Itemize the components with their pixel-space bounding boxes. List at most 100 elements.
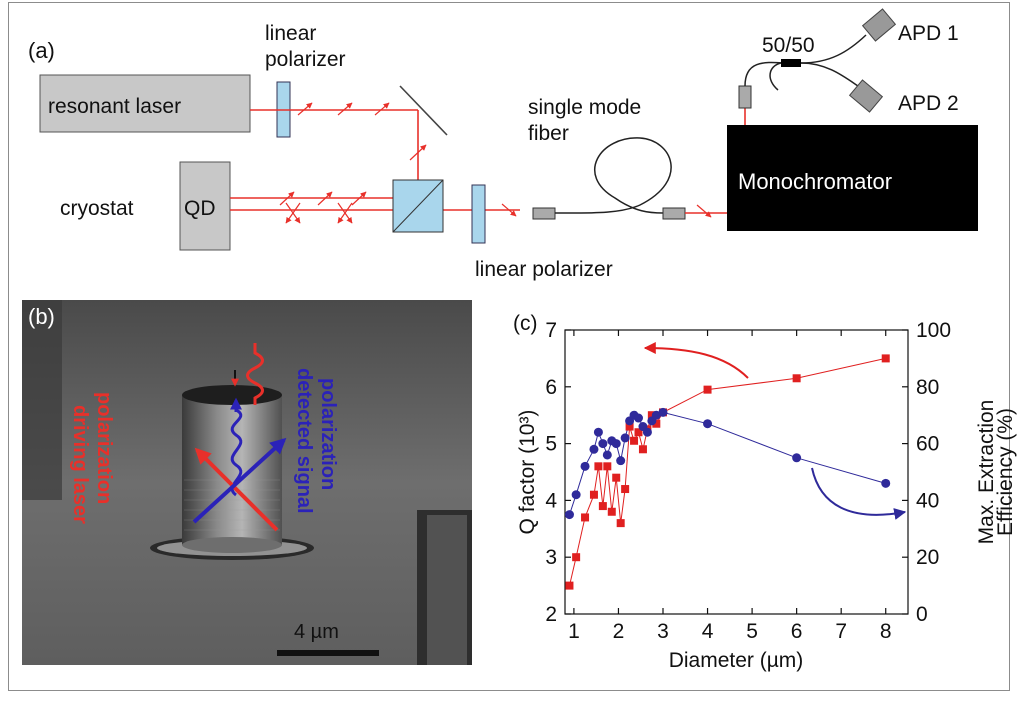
q-factor-point — [598, 502, 607, 511]
efficiency-line — [569, 411, 886, 515]
q-factor-point — [638, 445, 647, 454]
y-right-axis-label-2: Efficiency (%) — [994, 408, 1017, 536]
efficiency-point — [564, 510, 574, 520]
efficiency-axis-indicator-arrow — [811, 467, 907, 520]
q-factor-point — [616, 519, 625, 528]
qd-label: QD — [184, 197, 216, 220]
q-factor-point — [612, 473, 621, 482]
y-left-tick-label: 5 — [545, 433, 557, 456]
q-factor-point — [881, 354, 890, 363]
y-right-axis-label-1: Max. Extraction — [975, 400, 998, 545]
panel-b-label: (b) — [28, 304, 55, 329]
x-tick-label: 2 — [613, 620, 625, 643]
resonant-laser-label: resonant laser — [48, 95, 181, 118]
y-left-tick-label: 4 — [545, 489, 557, 512]
monochromator-box — [727, 125, 978, 231]
driving-laser-label-2: driving laser — [69, 405, 91, 524]
apd1-detector — [861, 8, 897, 42]
cryostat-label: cryostat — [60, 197, 134, 220]
q-factor-line — [569, 357, 886, 586]
y-left-tick-label: 2 — [545, 603, 557, 626]
scale-bar — [277, 650, 379, 656]
q-factor-point — [589, 490, 598, 499]
y-right-tick-label: 40 — [916, 489, 939, 512]
down-beam-arrow — [409, 144, 427, 161]
fiber-label-1: single mode — [528, 96, 641, 119]
detected-signal-label-1: polarization — [317, 378, 339, 490]
x-tick-label: 4 — [702, 620, 714, 643]
q-factor-point — [625, 422, 634, 431]
efficiency-point — [616, 456, 626, 466]
scale-bar-label: 4 µm — [294, 621, 339, 643]
q-factor-point — [792, 374, 801, 383]
y-left-tick-label: 7 — [545, 319, 557, 342]
top-polarizer-label-2: polarizer — [265, 48, 346, 71]
laser-wave — [246, 343, 264, 405]
q-factor-point — [581, 513, 590, 522]
x-tick-label: 1 — [568, 620, 580, 643]
splitter-50-50 — [781, 59, 801, 67]
x-tick-label: 6 — [791, 620, 803, 643]
bottom-polarizer — [471, 184, 486, 244]
figure-border — [8, 2, 1010, 691]
x-tick-label: 5 — [746, 620, 758, 643]
detected-signal-label-2: detected signal — [293, 368, 315, 514]
efficiency-point — [571, 490, 581, 500]
panel-a-label: (a) — [28, 38, 55, 63]
fiber-to-apd1 — [800, 34, 867, 64]
x-tick-label: 8 — [880, 620, 892, 643]
bottom-polarizer-label: linear polarizer — [475, 258, 613, 281]
y-right-tick-label: 100 — [916, 319, 951, 342]
efficiency-point — [602, 450, 612, 460]
efficiency-point — [580, 461, 590, 471]
beam-splitter-diagonal — [392, 179, 444, 233]
apd1-label: APD 1 — [898, 22, 959, 45]
q-factor-point — [607, 507, 616, 516]
efficiency-point — [642, 427, 652, 437]
q-axis-indicator-arrow — [643, 342, 749, 379]
top-beam-polarization-arrows — [297, 102, 390, 116]
fiber-out-arrow — [696, 204, 712, 218]
mirror — [399, 85, 448, 136]
series-lines — [569, 357, 886, 586]
splitter-label: 50/50 — [762, 34, 815, 57]
q-factor-point — [572, 553, 581, 562]
plot-frame — [564, 329, 909, 615]
sem-image: (b) polarization driving laser polarizat… — [22, 300, 472, 665]
setup-diagram: (a) resonant laser linear polarizer cryo… — [28, 8, 978, 281]
y-right-tick-label: 80 — [916, 376, 939, 399]
top-polarizer-label-1: linear — [265, 22, 316, 45]
q-factor-point — [703, 385, 712, 394]
signal-wave — [230, 408, 243, 497]
efficiency-point — [703, 419, 713, 429]
q-factor-point — [565, 581, 574, 590]
y-left-axis-label: Q factor (10³) — [516, 410, 539, 535]
q-factor-point — [621, 485, 630, 494]
single-mode-fiber — [554, 137, 672, 214]
series-markers — [564, 354, 891, 590]
q-factor-point — [634, 428, 643, 437]
post-polarizer-arrow — [501, 203, 517, 217]
efficiency-point — [881, 478, 891, 488]
apd2-detector — [848, 79, 884, 113]
monochromator-label: Monochromator — [738, 169, 892, 194]
q-factor-point — [603, 462, 612, 471]
efficiency-point — [593, 427, 603, 437]
efficiency-point — [598, 439, 608, 449]
fiber-label-2: fiber — [528, 122, 569, 145]
cryostat-box — [179, 161, 231, 251]
y-left-tick-label: 6 — [545, 376, 557, 399]
efficiency-point — [611, 439, 621, 449]
detected-polarization-arrow — [192, 437, 287, 524]
efficiency-point — [634, 413, 643, 423]
q-factor-point — [630, 436, 639, 445]
efficiency-point — [792, 453, 802, 463]
driving-polarization-arrow — [194, 447, 279, 532]
resonant-laser-box — [39, 74, 251, 133]
q-factor-point — [594, 462, 603, 471]
